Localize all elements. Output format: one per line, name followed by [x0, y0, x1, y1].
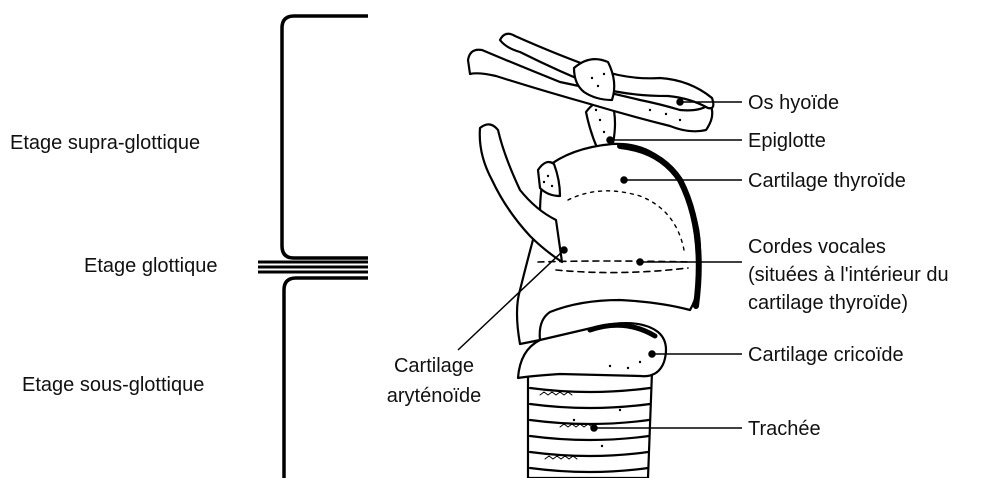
label-arytenoid-2: aryténoïde [374, 384, 494, 408]
label-sub-glottic: Etage sous-glottique [22, 373, 204, 397]
label-cricoid: Cartilage cricoïde [748, 343, 904, 367]
sub-glottic-bracket [284, 278, 368, 478]
label-vocal-cords-2: (situées à l'intérieur du [748, 263, 949, 287]
label-arytenoid-1: Cartilage [384, 354, 484, 378]
label-supra-glottic: Etage supra-glottique [10, 131, 200, 155]
label-vocal-cords-3: cartilage thyroïde) [748, 291, 908, 315]
label-trachea: Trachée [748, 417, 821, 441]
trachea-shape [528, 372, 652, 478]
supra-glottic-bracket [282, 16, 368, 258]
glottic-lines [258, 262, 368, 272]
label-vocal-cords-1: Cordes vocales [748, 235, 886, 259]
label-hyoid: Os hyoïde [748, 91, 839, 115]
label-glottic: Etage glottique [84, 254, 217, 278]
label-epiglottis: Epiglotte [748, 129, 826, 153]
larynx-drawing [468, 34, 713, 478]
label-thyroid: Cartilage thyroïde [748, 169, 906, 193]
